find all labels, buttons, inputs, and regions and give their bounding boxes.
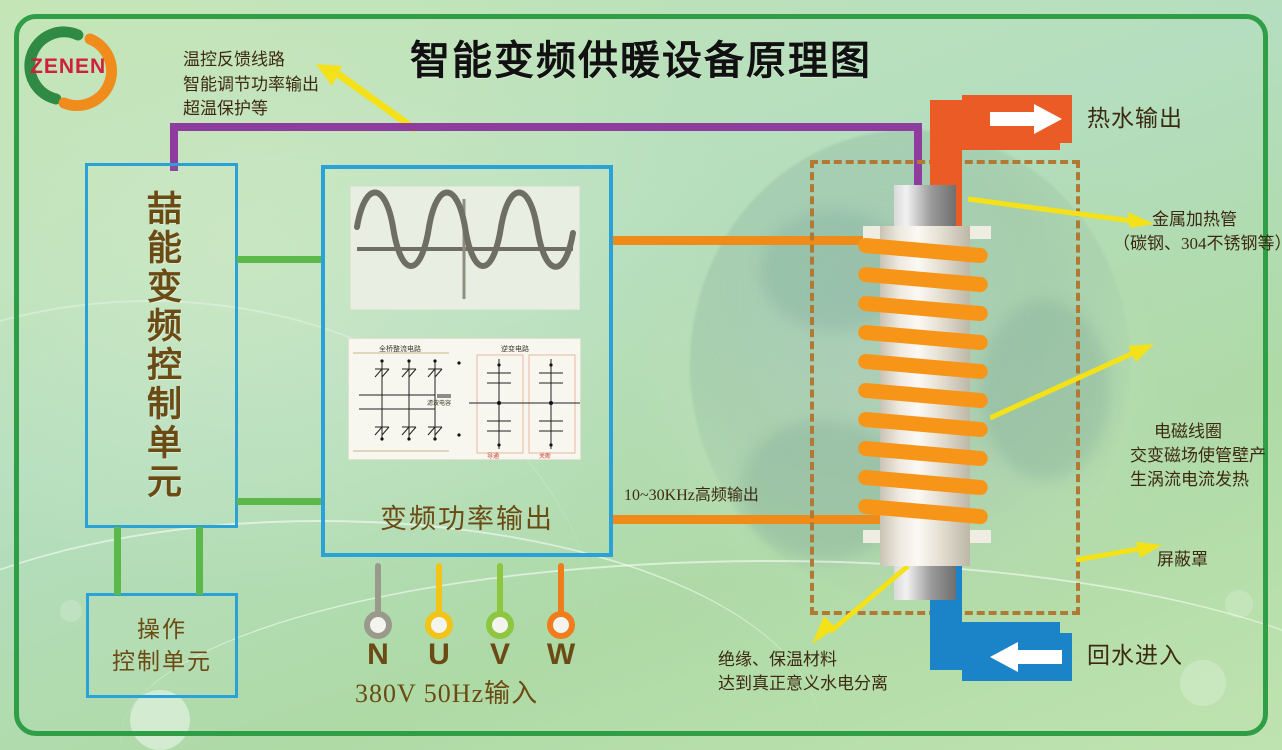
terminal-w[interactable] <box>547 611 575 639</box>
shield-callout-arrow-icon <box>1076 542 1162 563</box>
background-dot <box>60 600 82 622</box>
heater-tube-callout-arrow-icon <box>968 196 1154 228</box>
terminal-u[interactable] <box>425 611 453 639</box>
coil-callout-arrow-icon <box>990 344 1154 420</box>
svg-text:全桥整流电路: 全桥整流电路 <box>379 344 421 353</box>
heater-tube-callout: 金属加热管 （碳钢、304不锈钢等） <box>1113 208 1282 256</box>
wire-control-to-operation-right <box>196 527 203 595</box>
terminal-n[interactable] <box>364 611 392 639</box>
waveform-panel <box>350 186 580 310</box>
background-dot <box>1225 590 1253 618</box>
power-input-label: 380V 50Hz输入 <box>355 679 539 708</box>
terminal-label-w: W <box>546 638 576 671</box>
insulation-callout-arrow-icon <box>812 566 910 644</box>
power-wire-top <box>613 236 917 245</box>
wire-control-to-inverter-top <box>237 256 325 263</box>
terminal-label-u: U <box>428 638 450 671</box>
page-title: 智能变频供暖设备原理图 <box>410 38 872 83</box>
svg-text:滤波电容: 滤波电容 <box>427 399 451 407</box>
background-swoosh <box>120 560 1282 750</box>
coil-callout-line-2: 交变磁场使管壁产 <box>1130 445 1266 465</box>
return-water-label: 回水进入 <box>1087 643 1183 668</box>
operation-unit-line-2: 控制单元 <box>112 648 212 674</box>
background-dot <box>1180 660 1226 706</box>
inverter-output-label: 变频功率输出 <box>380 504 554 534</box>
feedback-line-2: 智能调节功率输出 <box>183 74 319 94</box>
insulation-callout: 绝缘、保温材料 达到真正意义水电分离 <box>718 648 888 696</box>
terminal-stem-w <box>558 563 564 619</box>
terminal-label-n: N <box>367 638 389 671</box>
brand-name: ZENEN <box>30 55 107 78</box>
wire-control-to-operation-left <box>114 527 121 595</box>
hot-water-label: 热水输出 <box>1087 106 1183 131</box>
control-unit-label: 喆能变频控制单元 <box>142 189 181 502</box>
feedback-line-1: 温控反馈线路 <box>183 50 285 69</box>
feedback-wire-right <box>914 123 922 219</box>
coil-callout: 电磁线圈 交变磁场使管壁产 生涡流电流发热 <box>1130 420 1266 491</box>
svg-text:导通: 导通 <box>487 452 499 459</box>
shield-callout: 屏蔽罩 <box>1157 550 1208 569</box>
insulation-callout-line-2: 达到真正意义水电分离 <box>718 673 888 693</box>
feedback-note: 温控反馈线路 智能调节功率输出 超温保护等 <box>183 48 319 122</box>
heater-tube-callout-line-1: 金属加热管 <box>1152 210 1237 229</box>
coil-callout-line-3: 生涡流电流发热 <box>1130 469 1249 489</box>
inverter-control-unit-box[interactable]: 喆能变频控制单元 <box>85 163 238 528</box>
terminal-stem-u <box>436 563 442 619</box>
operation-unit-line-1: 操作 <box>137 617 187 643</box>
circuit-schematic-panel: 全桥整流电路 逆变电路 滤波电容 <box>348 338 581 460</box>
high-frequency-output-note: 10~30KHz高频输出 <box>624 487 759 504</box>
wire-control-to-inverter-bottom <box>237 498 325 505</box>
terminal-v[interactable] <box>486 611 514 639</box>
feedback-wire-left <box>170 123 178 171</box>
background-dot <box>130 690 190 750</box>
coil-callout-line-1: 电磁线圈 <box>1154 422 1222 441</box>
terminal-stem-n <box>375 563 381 619</box>
terminal-label-v: V <box>489 638 510 671</box>
terminal-stem-v <box>497 563 503 619</box>
return-water-arrow-icon <box>990 642 1062 672</box>
heater-tube-callout-line-2: （碳钢、304不锈钢等） <box>1113 233 1282 253</box>
hot-water-arrow-icon <box>990 104 1062 134</box>
feedback-wire-top <box>170 123 922 131</box>
globe-blob <box>980 300 1110 480</box>
power-wire-bottom <box>613 515 917 524</box>
operation-unit-label: 操作 控制单元 <box>89 596 235 695</box>
insulation-callout-line-1: 绝缘、保温材料 <box>718 650 837 669</box>
feedback-line-3: 超温保护等 <box>183 99 268 119</box>
svg-text:逆变电路: 逆变电路 <box>501 344 529 353</box>
operation-control-unit-box[interactable]: 操作 控制单元 <box>86 593 238 698</box>
svg-text:关断: 关断 <box>539 452 551 459</box>
zenen-logo <box>20 23 148 115</box>
feedback-arrow-icon <box>316 64 419 133</box>
